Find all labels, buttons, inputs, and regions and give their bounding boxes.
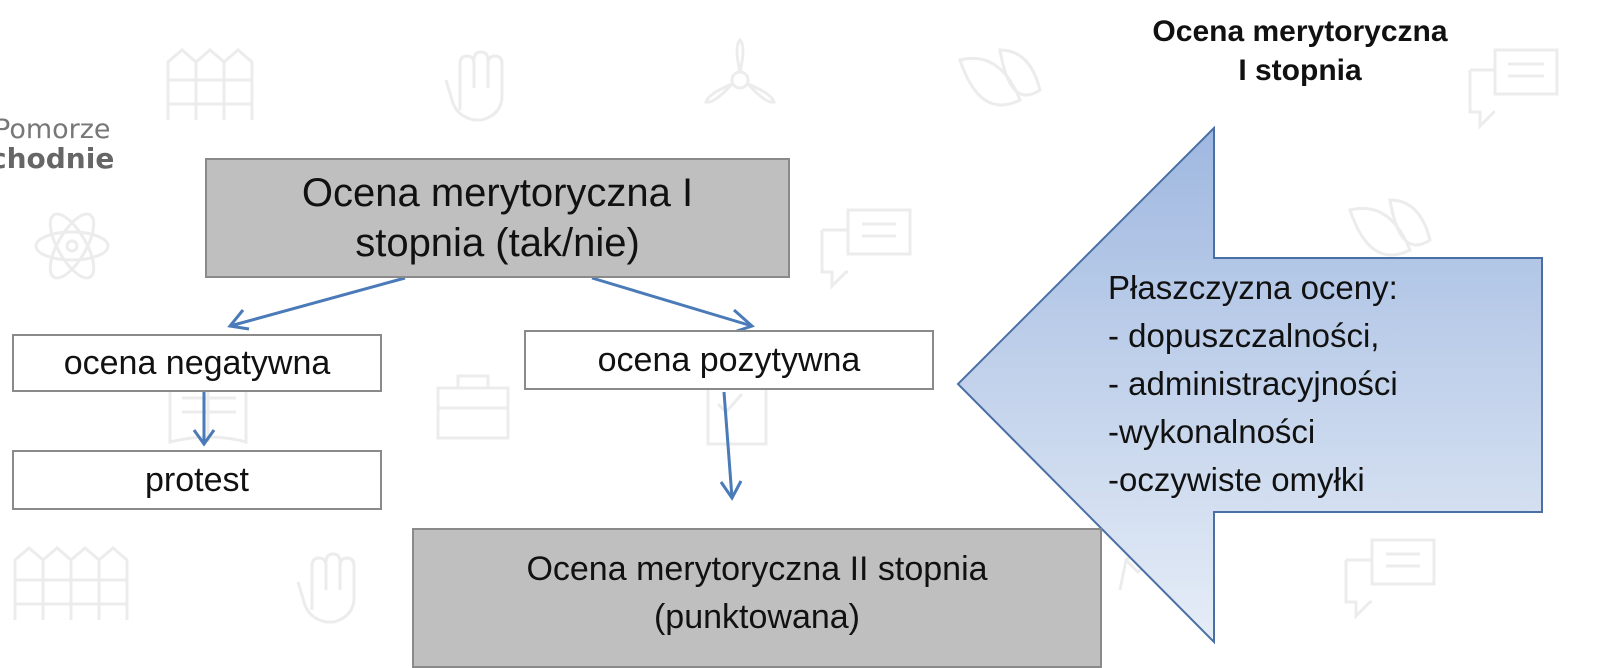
leaf-icon	[958, 48, 1042, 107]
logo-line-1: Pomorze	[0, 114, 111, 145]
chat-icon	[1468, 48, 1559, 130]
second-stage-line-2: (punktowana)	[653, 597, 860, 636]
logo-line-2: chodnie	[0, 142, 115, 175]
hand-icon	[444, 50, 504, 122]
first-stage-line-1: Ocena merytoryczna I	[301, 171, 694, 215]
protest-label: protest	[145, 460, 249, 499]
arrow-to-second	[719, 391, 743, 501]
protest-box: protest	[12, 450, 382, 510]
second-stage-line-1: Ocena merytoryczna II stopnia	[526, 550, 988, 588]
arrow-to-positive	[591, 276, 755, 334]
hand-icon	[296, 552, 356, 624]
title-line-1: Ocena merytoryczna	[1152, 15, 1448, 48]
first-stage-line-2: stopnia (tak/nie)	[355, 221, 640, 265]
negative-evaluation-label: ocena negatywna	[63, 343, 331, 382]
callout-line-4: -wykonalności	[1108, 413, 1316, 450]
positive-evaluation-box: ocena pozytywna	[524, 330, 934, 390]
callout-line-1: Płaszczyzna oceny:	[1108, 269, 1398, 306]
fence-icon	[166, 48, 254, 120]
chat-icon	[1344, 538, 1436, 620]
positive-evaluation-label: ocena pozytywna	[597, 340, 861, 379]
turbine-icon	[704, 37, 776, 104]
callout-arrow-shape	[956, 125, 1543, 645]
callout-line-2: - dopuszczalności,	[1108, 317, 1380, 354]
negative-evaluation-box: ocena negatywna	[12, 334, 382, 392]
briefcase-icon	[436, 374, 510, 440]
atom-icon	[34, 212, 110, 280]
book-icon	[168, 373, 248, 444]
second-stage-evaluation-box: Ocena merytoryczna II stopnia (punktowan…	[412, 528, 1102, 668]
fence-icon	[13, 546, 129, 620]
callout-line-5: -oczywiste omyłki	[1108, 461, 1365, 498]
first-stage-evaluation-box: Ocena merytoryczna I stopnia (tak/nie)	[205, 158, 790, 278]
arrow-to-negative	[227, 276, 406, 331]
chat-icon	[820, 208, 912, 290]
leaf-icon	[1348, 198, 1432, 257]
callout-line-3: - administracyjności	[1108, 365, 1398, 402]
callout-text: Płaszczyzna oceny: - dopuszczalności, - …	[1108, 264, 1398, 504]
diagram-title: Ocena merytoryczna I stopnia	[1100, 12, 1500, 90]
arrow-to-protest	[192, 392, 216, 447]
logo: Pomorze chodnie	[0, 116, 114, 173]
title-line-2: I stopnia	[1238, 54, 1362, 87]
